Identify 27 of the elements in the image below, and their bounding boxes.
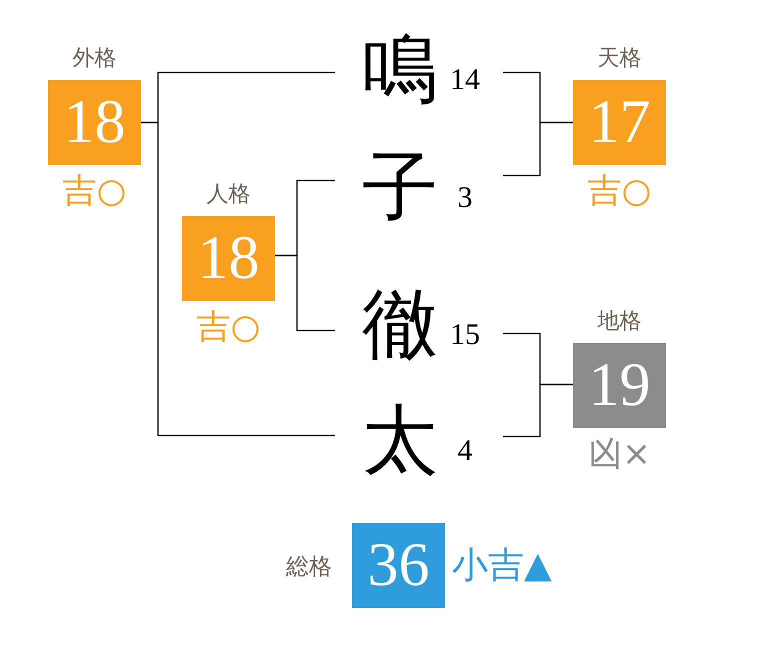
bracket-line [141, 122, 335, 436]
bracket-line [275, 254, 335, 332]
category-label: 天格 [598, 44, 642, 72]
category-label: 地格 [598, 307, 642, 335]
category-label: 総格 [286, 552, 332, 580]
fortune-label: 吉○ [588, 171, 652, 211]
score-box: 18 [182, 216, 275, 301]
stroke-count: 15 [449, 320, 481, 350]
fortune-label: 小吉▲ [452, 544, 552, 586]
fortune-label: 吉○ [196, 307, 260, 347]
score-box: 36 [352, 523, 445, 608]
kanji-character: 子 [361, 148, 439, 228]
kanji-character: 徹 [361, 285, 439, 365]
category-label: 外格 [72, 44, 116, 72]
fortune-label: 吉○ [62, 171, 126, 211]
score-box: 17 [573, 80, 666, 165]
stroke-count: 4 [456, 436, 474, 466]
stroke-count: 3 [456, 183, 474, 213]
kanji-character: 鳴 [361, 30, 439, 110]
category-label: 人格 [206, 180, 250, 208]
kanji-character: 太 [361, 401, 439, 481]
fortune-label: 凶× [588, 434, 651, 474]
bracket-line [503, 384, 573, 438]
score-box: 18 [48, 80, 141, 165]
bracket-line [503, 122, 573, 176]
score-box: 19 [573, 343, 666, 428]
stroke-count: 14 [449, 65, 481, 95]
